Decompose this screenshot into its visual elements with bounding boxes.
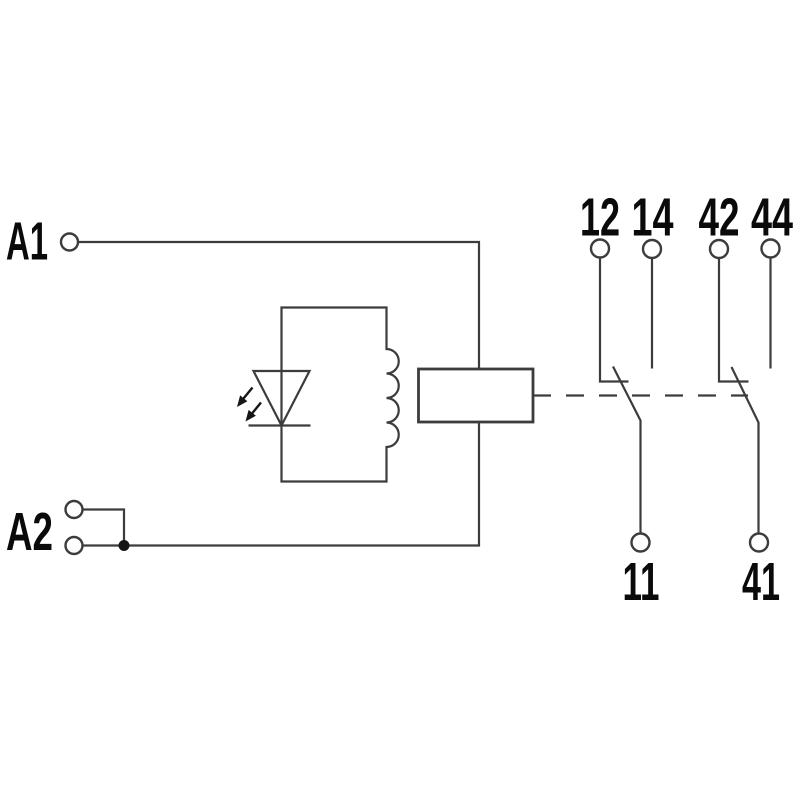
label-terminal-44: 44: [751, 188, 793, 248]
led-coil-loop: [237, 306, 400, 483]
led-emission-arrow-1: [237, 386, 254, 407]
label-terminal-42: 42: [699, 188, 740, 248]
terminal-41-circle: [748, 532, 770, 553]
nc-contact-42-line: [717, 258, 749, 383]
nc-contact-12-line: [598, 257, 629, 383]
label-terminal-41: 41: [742, 552, 780, 612]
wire-a1-to-relay: [78, 240, 481, 369]
contact-group-1: [589, 238, 663, 553]
contact-blade-11: [612, 366, 642, 534]
led-emission-arrow-2: [245, 401, 262, 422]
junction-dot: [118, 540, 130, 551]
contact-blade-41: [730, 366, 760, 534]
terminal-a2-lower-circle: [64, 535, 84, 556]
contact-group-2: [708, 238, 781, 553]
wire-a2-bridge: [82, 508, 126, 546]
terminal-a2-upper-circle: [64, 499, 84, 520]
terminal-11-circle: [630, 532, 651, 553]
label-terminal-12: 12: [580, 188, 620, 248]
label-a1: A1: [6, 212, 48, 272]
a2-circuit: [64, 422, 481, 556]
label-terminal-14: 14: [632, 188, 674, 248]
label-terminal-11: 11: [623, 552, 660, 612]
label-a2: A2: [6, 502, 53, 562]
coil-loop-outline: [280, 306, 400, 483]
wire-a2-to-relay: [82, 422, 481, 547]
relay-coil-box: [417, 367, 535, 424]
a1-circuit: [59, 232, 481, 369]
led-icon: [237, 369, 312, 428]
led-triangle: [251, 369, 312, 428]
terminal-a1-circle: [59, 232, 80, 252]
